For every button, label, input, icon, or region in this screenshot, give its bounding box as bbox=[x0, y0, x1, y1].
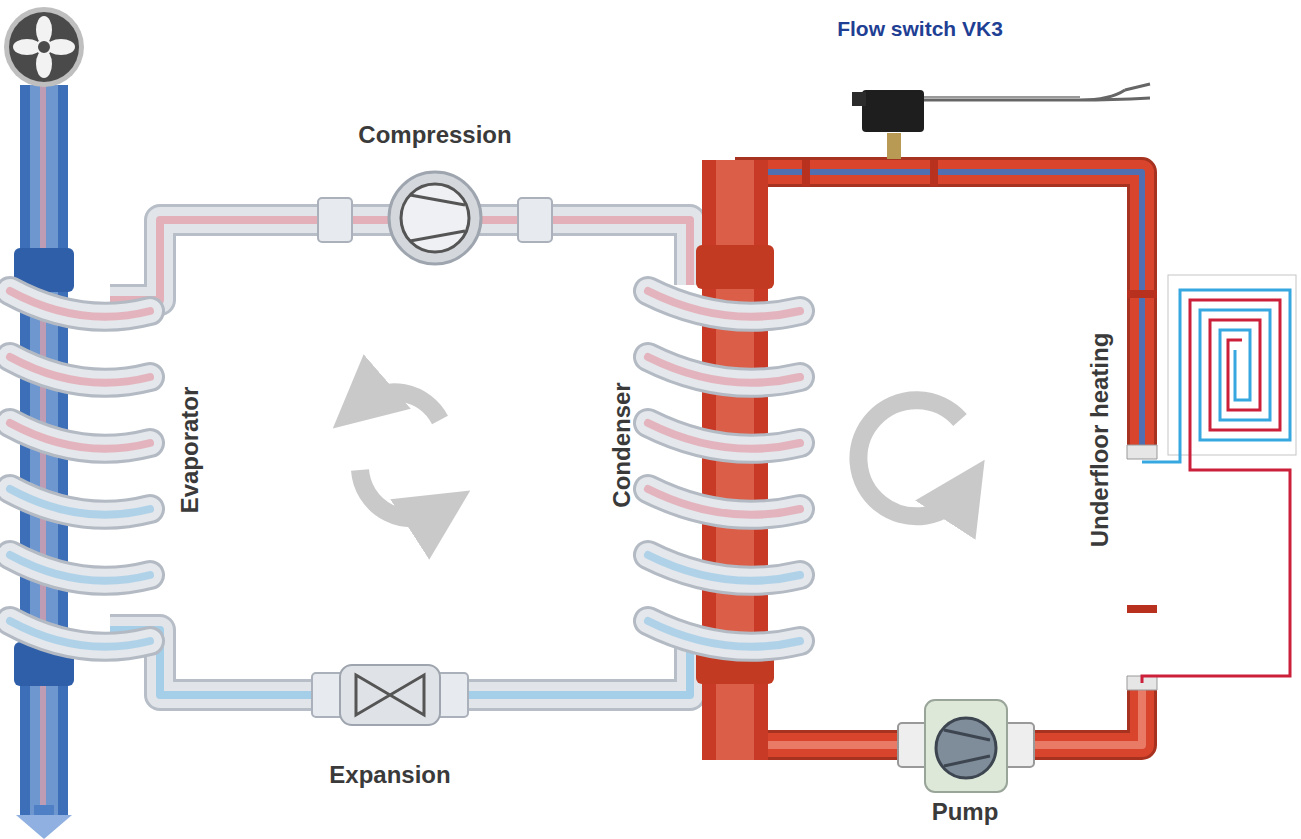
coil-band bbox=[10, 357, 150, 383]
coil-band bbox=[648, 621, 800, 647]
coil-band bbox=[648, 291, 800, 317]
coil-band bbox=[648, 423, 800, 449]
coil-band bbox=[648, 357, 800, 383]
part-label: Evaporator bbox=[178, 387, 202, 514]
flow-switch-symbol bbox=[852, 84, 1150, 159]
part-label: Compression bbox=[358, 123, 511, 147]
coil-band bbox=[10, 489, 150, 515]
compressor-symbol bbox=[318, 172, 552, 264]
part-label: Underfloor heating bbox=[1088, 333, 1112, 548]
fan-symbol bbox=[4, 7, 84, 87]
coil-band bbox=[10, 423, 150, 449]
coil-band bbox=[648, 621, 800, 647]
coil-band bbox=[648, 291, 800, 317]
coil-band bbox=[648, 555, 800, 581]
part-label: Condenser bbox=[610, 382, 634, 507]
coil-band bbox=[10, 423, 150, 449]
circulation-arrows bbox=[360, 392, 965, 518]
coil-band bbox=[10, 621, 150, 647]
coil-band bbox=[648, 357, 800, 383]
coil-band bbox=[10, 423, 150, 449]
coil-band bbox=[10, 621, 150, 647]
coil-band bbox=[10, 555, 150, 581]
coil-band bbox=[648, 423, 800, 449]
coil-band bbox=[648, 423, 800, 449]
part-label: Expansion bbox=[329, 763, 450, 787]
pump-symbol bbox=[898, 700, 1034, 792]
coil-band bbox=[648, 291, 800, 317]
evaporator-tube bbox=[14, 85, 74, 839]
coil-band bbox=[648, 489, 800, 515]
coil-band bbox=[10, 555, 150, 581]
part-label: Pump bbox=[932, 800, 999, 824]
coil-band bbox=[10, 357, 150, 383]
coil-band bbox=[10, 291, 150, 317]
coil-band bbox=[10, 555, 150, 581]
coil-band bbox=[648, 489, 800, 515]
coil-band bbox=[10, 489, 150, 515]
coil-band bbox=[648, 555, 800, 581]
coil-band bbox=[10, 291, 150, 317]
coil-band bbox=[648, 489, 800, 515]
coil-band bbox=[10, 291, 150, 317]
coil-band bbox=[10, 489, 150, 515]
refrigerant-pipes bbox=[110, 220, 690, 695]
expansion-valve-symbol bbox=[312, 665, 468, 725]
coil-band bbox=[648, 621, 800, 647]
coil-band bbox=[648, 357, 800, 383]
heat-exchanger-coils bbox=[10, 291, 800, 647]
underfloor-spiral bbox=[1142, 275, 1296, 683]
part-label: Flow switch VK3 bbox=[837, 18, 1003, 39]
coil-band bbox=[10, 357, 150, 383]
coil-band bbox=[10, 621, 150, 647]
coil-band bbox=[648, 555, 800, 581]
